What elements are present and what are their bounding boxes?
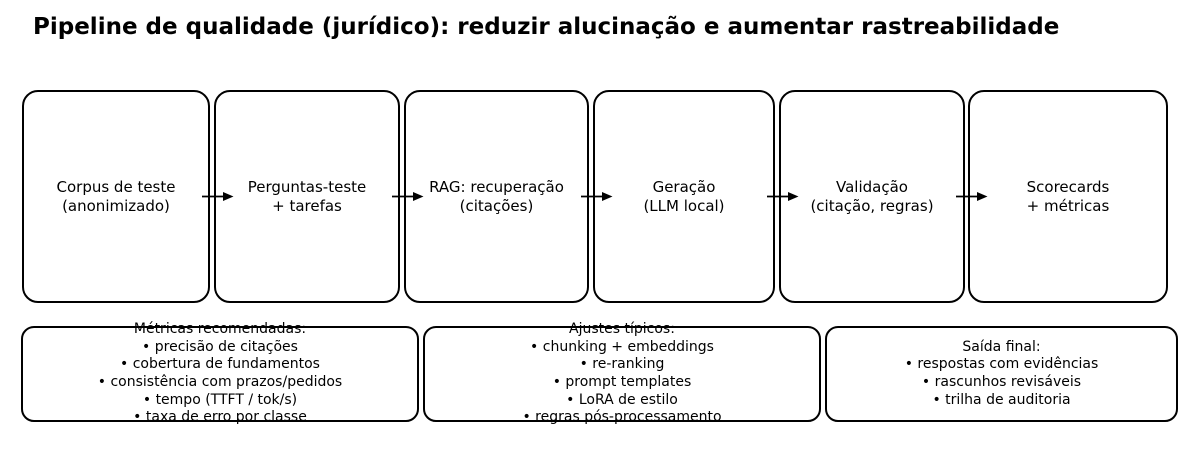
stage-box-validacao: Validação (citação, regras) <box>779 90 965 303</box>
stage-label-perguntas: Perguntas-teste + tarefas <box>248 178 367 216</box>
detail-item: • regras pós-processamento <box>522 409 722 426</box>
detail-item: • chunking + embeddings <box>530 338 714 355</box>
detail-title: Ajustes típicos: <box>569 321 675 338</box>
stage-line2: + métricas <box>1026 196 1110 215</box>
stage-label-rag: RAG: recuperação (citações) <box>429 178 564 216</box>
detail-text-saida: Saída final: • respostas com evidências … <box>905 339 1099 409</box>
detail-box-saida: Saída final: • respostas com evidências … <box>825 326 1178 422</box>
detail-title: Métricas recomendadas: <box>133 321 307 338</box>
stage-line1: RAG: recuperação <box>429 177 564 196</box>
flow-arrow-icon <box>202 192 234 201</box>
flow-arrow-icon <box>767 192 799 201</box>
stage-box-perguntas: Perguntas-teste + tarefas <box>214 90 400 303</box>
stage-box-geracao: Geração (LLM local) <box>593 90 775 303</box>
stage-label-validacao: Validação (citação, regras) <box>810 178 933 216</box>
detail-item: • respostas com evidências <box>904 356 1099 373</box>
stage-box-corpus: Corpus de teste (anonimizado) <box>22 90 210 303</box>
stage-line1: Geração <box>652 177 716 196</box>
stage-line2: (citação, regras) <box>810 196 934 215</box>
diagram-title: Pipeline de qualidade (jurídico): reduzi… <box>33 14 1060 40</box>
stage-line2: (anonimizado) <box>62 196 170 215</box>
stage-line1: Scorecards <box>1026 177 1110 196</box>
detail-box-metricas: Métricas recomendadas: • precisão de cit… <box>21 321 419 425</box>
detail-box-ajustes: Ajustes típicos: • chunking + embeddings… <box>423 321 821 425</box>
flow-arrow-icon <box>956 192 988 201</box>
flow-arrow-icon <box>392 192 424 201</box>
stage-line1: Validação <box>836 177 908 196</box>
detail-text-ajustes: Ajustes típicos: • chunking + embeddings… <box>522 321 721 427</box>
stage-box-scorecards: Scorecards + métricas <box>968 90 1168 303</box>
detail-item: • consistência com prazos/pedidos <box>97 374 343 390</box>
stage-line2: (citações) <box>459 196 534 215</box>
detail-item: • LoRA de estilo <box>566 391 678 408</box>
detail-item: • rascunhos revisáveis <box>921 374 1082 390</box>
detail-text-metricas: Métricas recomendadas: • precisão de cit… <box>98 321 342 427</box>
detail-item: • re-ranking <box>579 356 665 373</box>
detail-item: • cobertura de fundamentos <box>120 356 320 373</box>
flow-arrow-icon <box>581 192 613 201</box>
detail-item: • precisão de citações <box>142 338 298 355</box>
detail-item: • prompt templates <box>552 374 692 390</box>
stage-line2: + tarefas <box>272 196 342 215</box>
detail-item: • taxa de erro por classe <box>133 409 307 426</box>
stage-line2: (LLM local) <box>643 196 725 215</box>
detail-item: • trilha de auditoria <box>932 391 1071 408</box>
stage-box-rag: RAG: recuperação (citações) <box>404 90 589 303</box>
detail-item: • tempo (TTFT / tok/s) <box>142 391 298 408</box>
detail-title: Saída final: <box>962 338 1041 355</box>
stage-label-corpus: Corpus de teste (anonimizado) <box>57 178 176 216</box>
stage-label-geracao: Geração (LLM local) <box>643 178 724 216</box>
stage-line1: Corpus de teste <box>56 177 176 196</box>
stage-label-scorecards: Scorecards + métricas <box>1027 178 1110 216</box>
stage-line1: Perguntas-teste <box>247 177 367 196</box>
